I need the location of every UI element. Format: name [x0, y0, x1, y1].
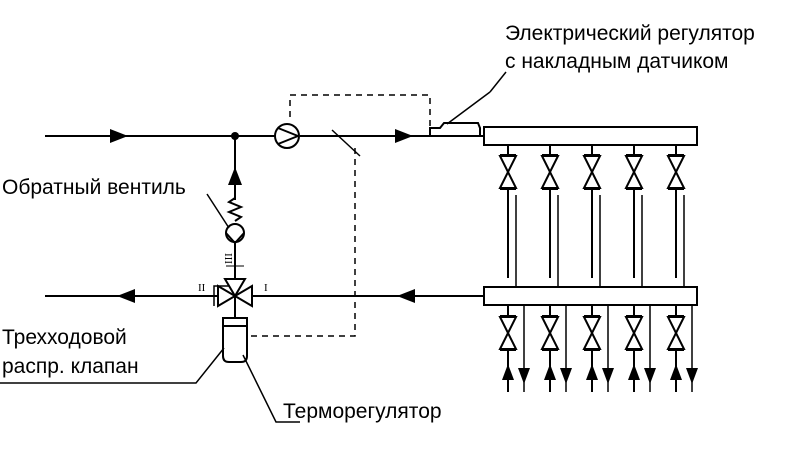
- return-manifold: [483, 286, 698, 306]
- flow-arrow-icon: [395, 129, 413, 143]
- flow-arrow-up-icon: [228, 167, 242, 185]
- thermoregulator-label: Терморегулятор: [283, 400, 442, 423]
- regulator-label-line1: Электрический регулятор: [505, 22, 755, 45]
- flow-arrow-up-icon: [670, 364, 682, 380]
- port-label-I: I: [264, 282, 268, 294]
- supply-branch-valve-icon: [498, 145, 518, 287]
- return-outlet-pipe: [686, 305, 698, 392]
- supply-branch-valve-icon: [540, 145, 560, 287]
- regulator-label-line2: с накладным датчиком: [505, 50, 729, 73]
- bypass-line: [225, 136, 245, 280]
- return-branch-valve-icon: [666, 305, 686, 392]
- three-way-valve-label-line1: Трехходовой: [2, 326, 127, 349]
- control-signal-line: [248, 94, 431, 337]
- flow-arrow-down-icon: [602, 368, 614, 384]
- flow-arrow-up-icon: [502, 364, 514, 380]
- return-outlet-pipe: [602, 305, 614, 392]
- supply-branch-valve-icon: [624, 145, 644, 287]
- thermostat-actuator-icon: [222, 317, 248, 363]
- pump-icon: [274, 123, 300, 149]
- supply-branches: [498, 145, 686, 287]
- three-way-valve-label-line2: распр. клапан: [2, 355, 139, 378]
- flow-arrow-up-icon: [544, 364, 556, 380]
- leader-lines: [0, 71, 507, 423]
- spring-icon: [226, 197, 244, 222]
- supply-line: [45, 129, 484, 143]
- return-outlet-pipe: [518, 305, 530, 392]
- flow-arrow-down-icon: [518, 368, 530, 384]
- clamp-sensor-icon: [429, 91, 491, 136]
- supply-manifold: [483, 126, 698, 146]
- return-branch-valve-icon: [624, 305, 644, 392]
- supply-branch-valve-icon: [666, 145, 686, 287]
- flow-arrow-icon: [110, 129, 128, 143]
- flow-arrow-down-icon: [560, 368, 572, 384]
- return-branches: [498, 305, 698, 392]
- flow-arrow-down-icon: [644, 368, 656, 384]
- flow-arrow-left-icon: [117, 289, 135, 303]
- return-line: [45, 289, 484, 303]
- supply-branch-valve-icon: [582, 145, 602, 287]
- three-way-valve-icon: [213, 278, 253, 318]
- port-label-II: II: [198, 282, 206, 294]
- port-label-III: III: [222, 253, 234, 264]
- return-branch-valve-icon: [540, 305, 560, 392]
- mixing-valve-marker: [331, 129, 361, 157]
- return-outlet-pipe: [560, 305, 572, 392]
- flow-arrow-down-icon: [686, 368, 698, 384]
- return-branch-valve-icon: [498, 305, 518, 392]
- return-outlet-pipe: [644, 305, 656, 392]
- return-branch-valve-icon: [582, 305, 602, 392]
- check-valve-label: Обратный вентиль: [2, 176, 186, 199]
- flow-arrow-left-icon: [397, 289, 415, 303]
- flow-arrow-up-icon: [586, 364, 598, 380]
- flow-arrow-up-icon: [628, 364, 640, 380]
